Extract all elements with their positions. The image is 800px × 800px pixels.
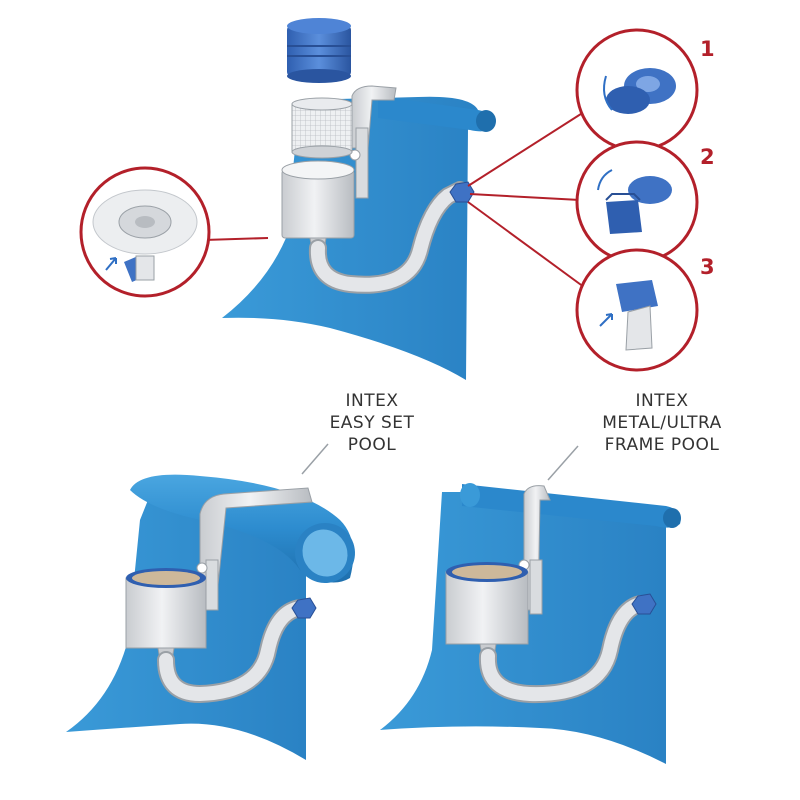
pool-top-rail xyxy=(462,484,681,528)
detail-circle-skimmer xyxy=(79,166,211,298)
easy-set-label-line-2: EASY SET xyxy=(330,413,415,433)
easy-set-label-line-3: POOL xyxy=(348,435,397,455)
step-number-3: 3 xyxy=(700,255,715,279)
frame-label-line-2: METAL/ULTRA xyxy=(602,413,722,433)
rotate-arrow-icon xyxy=(603,75,613,111)
skimmer-basket-icon xyxy=(291,97,353,159)
detail-circle-step-3: 3 xyxy=(575,248,715,372)
up-arrow-icon xyxy=(105,257,117,271)
easy-set-leader-line xyxy=(301,443,329,475)
detail-circle-step-2: 2 xyxy=(575,140,715,264)
easy-set-pool-illustration xyxy=(66,474,355,760)
easy-set-label-line-1: INTEX xyxy=(345,391,398,411)
step-number-1: 1 xyxy=(700,37,715,61)
frame-pool-label: INTEX METAL/ULTRA FRAME POOL xyxy=(602,391,722,455)
frame-leader-line xyxy=(547,445,579,481)
easy-set-label: INTEX EASY SET POOL xyxy=(330,391,415,455)
detail-circle-step-1: 1 xyxy=(575,28,715,152)
top-assembly xyxy=(203,18,589,380)
skimmer-cap-icon xyxy=(287,18,351,83)
frame-label-line-3: FRAME POOL xyxy=(605,435,720,455)
step-number-2: 2 xyxy=(700,145,715,169)
pool-rim-top xyxy=(378,96,495,132)
frame-pool-illustration xyxy=(380,483,681,764)
frame-label-line-1: INTEX xyxy=(635,391,688,411)
skimmer-housing xyxy=(281,160,355,251)
